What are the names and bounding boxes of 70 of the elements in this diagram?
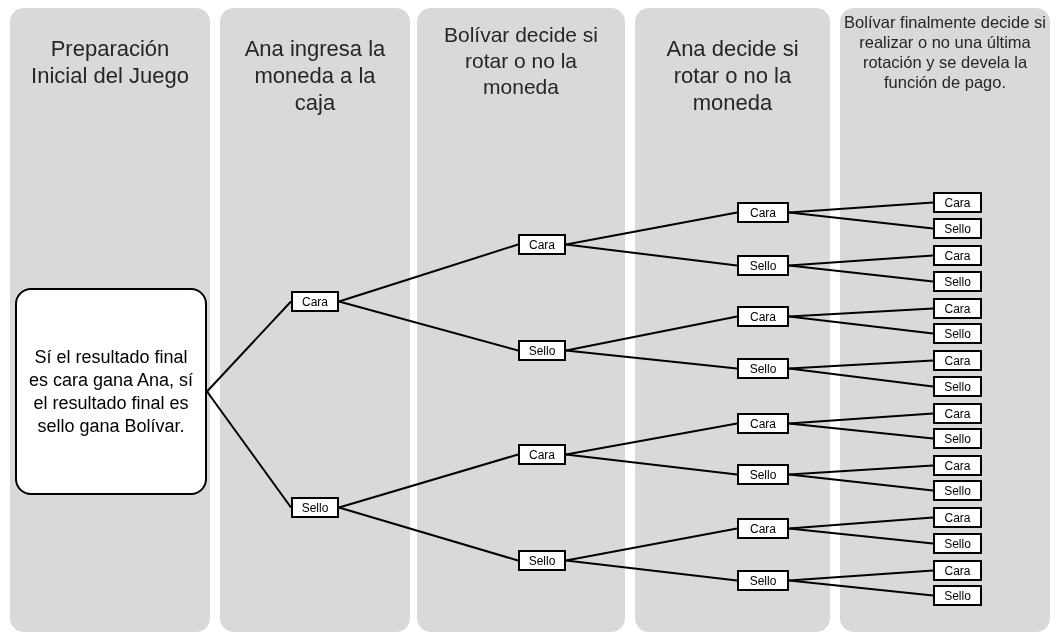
connector-line — [565, 527, 738, 562]
connector-line — [565, 315, 738, 352]
outcome-box: Sello — [518, 340, 566, 361]
outcome-box: Cara — [518, 234, 566, 255]
connector-line — [565, 559, 738, 582]
connector-line — [788, 211, 934, 230]
connector-line — [338, 300, 519, 352]
connector-line — [788, 422, 934, 440]
column-heading: Preparación Inicial del Juego — [30, 35, 190, 89]
column-heading: Ana decide si rotar o no la moneda — [665, 35, 800, 116]
outcome-box: Cara — [933, 455, 982, 476]
outcome-box: Sello — [737, 464, 789, 485]
outcome-box: Cara — [933, 507, 982, 528]
connector-line — [788, 412, 934, 425]
connector-line — [565, 211, 738, 246]
outcome-box: Cara — [933, 192, 982, 213]
outcome-box: Sello — [933, 271, 982, 292]
outcome-box: Sello — [933, 323, 982, 344]
connector-line — [338, 453, 519, 509]
outcome-box: Sello — [933, 376, 982, 397]
outcome-box: Cara — [933, 245, 982, 266]
outcome-box: Cara — [933, 560, 982, 581]
outcome-box: Cara — [737, 306, 789, 327]
outcome-box: Cara — [291, 291, 339, 312]
column-band — [840, 8, 1050, 632]
connector-line — [788, 464, 934, 476]
outcome-box: Sello — [737, 255, 789, 276]
connector-line — [788, 527, 934, 545]
outcome-box: Sello — [933, 480, 982, 501]
column-band — [220, 8, 410, 632]
connector-line — [565, 453, 738, 476]
connector-line — [206, 300, 292, 393]
outcome-box: Sello — [737, 570, 789, 591]
outcome-box: Sello — [518, 550, 566, 571]
connector-line — [788, 359, 934, 370]
connector-line — [788, 473, 934, 492]
connector-line — [788, 307, 934, 318]
outcome-box: Cara — [933, 298, 982, 319]
connector-line — [206, 390, 292, 509]
connector-line — [788, 264, 934, 283]
column-band — [417, 8, 625, 632]
outcome-box: Sello — [933, 585, 982, 606]
connector-line — [338, 243, 519, 303]
connector-line — [788, 254, 934, 267]
outcome-box: Cara — [518, 444, 566, 465]
outcome-box: Cara — [737, 413, 789, 434]
column-band — [635, 8, 830, 632]
connector-line — [788, 569, 934, 582]
connector-line — [565, 243, 738, 267]
connector-line — [565, 422, 738, 456]
connector-line — [788, 367, 934, 388]
outcome-box: Sello — [933, 218, 982, 239]
outcome-box: Cara — [737, 518, 789, 539]
outcome-box: Sello — [933, 428, 982, 449]
outcome-box: Cara — [933, 350, 982, 371]
outcome-box: Cara — [933, 403, 982, 424]
column-heading: Bolívar finalmente decide si realizar o no una última rotación y se devela la función de pago. — [843, 12, 1047, 92]
connector-line — [338, 506, 519, 562]
connector-line — [788, 516, 934, 530]
column-heading: Bolívar decide si rotar o no la moneda — [442, 22, 600, 100]
outcome-box: Sello — [737, 358, 789, 379]
connector-line — [788, 201, 934, 214]
outcome-box: Sello — [933, 533, 982, 554]
connector-line — [565, 349, 738, 370]
outcome-box: Cara — [737, 202, 789, 223]
column-heading: Ana ingresa la moneda a la caja — [243, 35, 387, 116]
column-band — [10, 8, 210, 632]
connector-line — [788, 579, 934, 597]
connector-line — [788, 315, 934, 335]
outcome-box: Sello — [291, 497, 339, 518]
